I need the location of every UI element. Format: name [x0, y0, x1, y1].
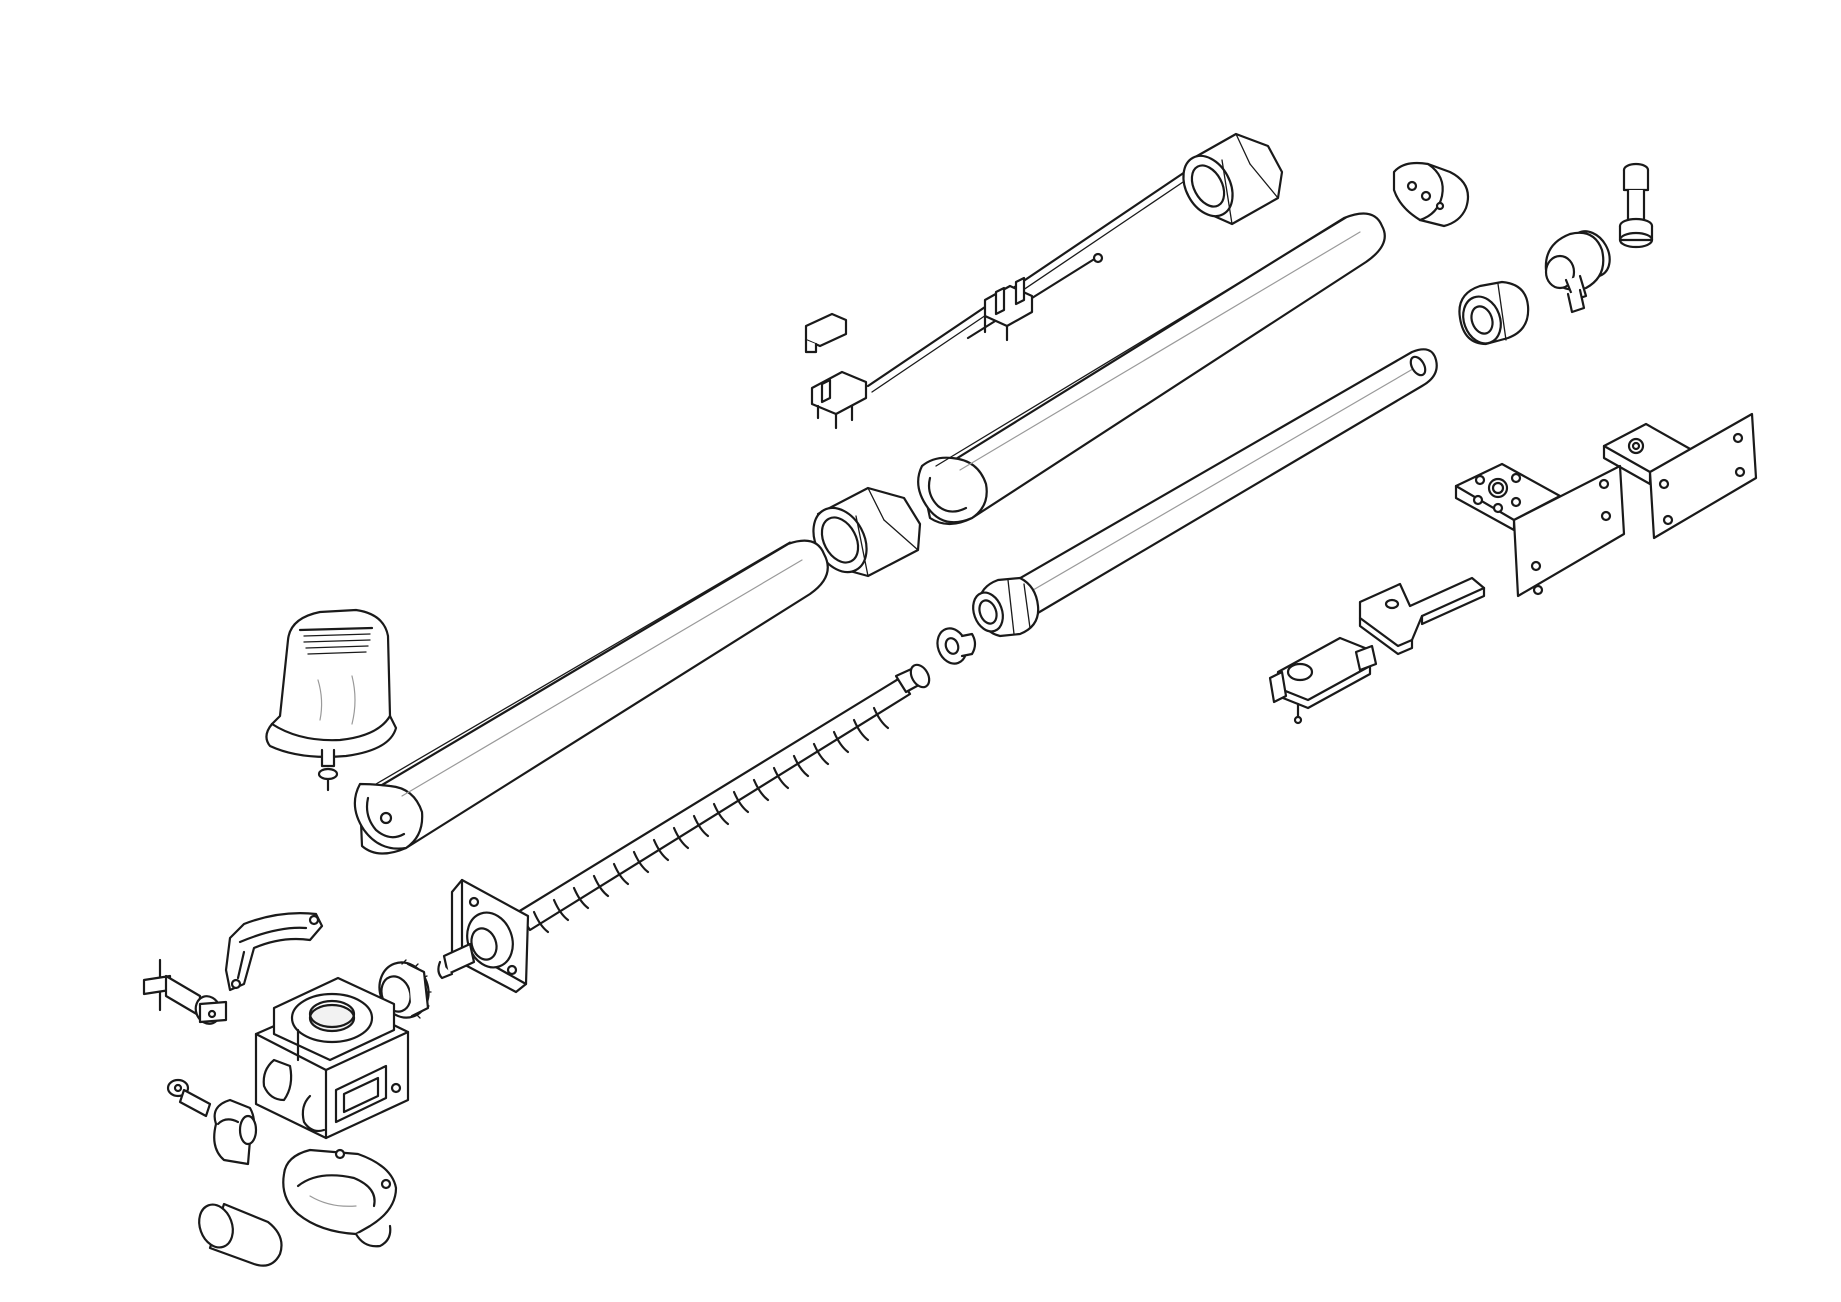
release-key — [166, 1078, 212, 1118]
bottom-cap — [282, 1148, 398, 1248]
end-cap — [1392, 161, 1470, 228]
worm-screw — [516, 663, 931, 934]
screw-support-plate — [437, 878, 530, 994]
cylindrical-plug — [198, 1202, 283, 1267]
rear-bushing — [1458, 280, 1530, 346]
inner-push-tube — [972, 348, 1438, 638]
gearbox-gasket — [224, 912, 324, 992]
release-lever-pin — [142, 958, 228, 1025]
limit-switch-rod — [804, 170, 1190, 430]
fork-pin — [1618, 162, 1654, 249]
motor-cover — [265, 608, 398, 792]
main-housing-tube — [353, 539, 829, 855]
front-bracket-plate — [1268, 636, 1378, 725]
elbow-connector — [1544, 230, 1611, 314]
front-bracket-link — [1358, 576, 1486, 656]
rear-bracket-plate — [1454, 462, 1626, 598]
spacer-washer — [936, 627, 977, 665]
end-collar — [1182, 132, 1284, 226]
rear-bracket-plate-wide — [1602, 412, 1758, 540]
gearbox-housing — [254, 976, 410, 1140]
rear-housing-tube — [917, 212, 1386, 526]
release-collar — [213, 1098, 258, 1166]
